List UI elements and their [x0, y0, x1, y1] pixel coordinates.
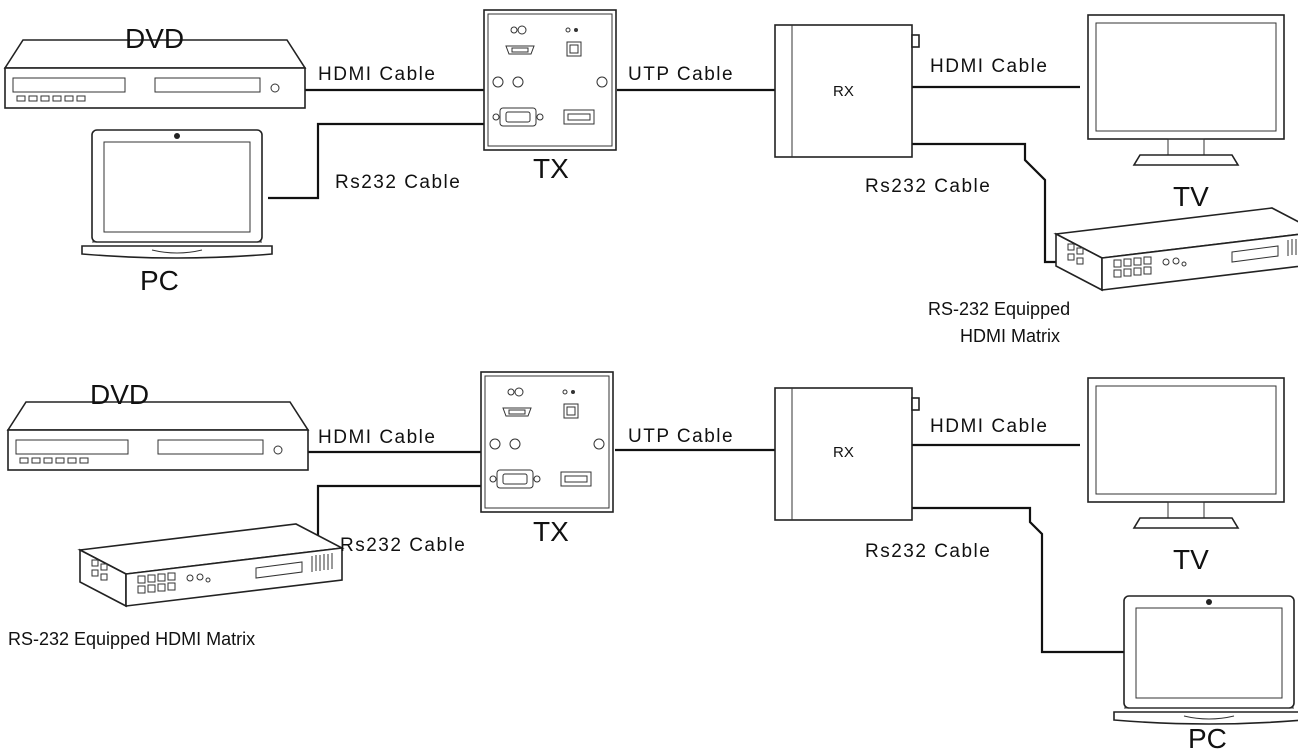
top-tv-label: TV [1173, 181, 1209, 212]
bottom-rx-label: RX [833, 444, 854, 461]
bottom-tx-wallplate [480, 371, 614, 513]
top-dvd-label: DVD [125, 23, 184, 54]
bottom-dvd-label: DVD [90, 379, 149, 410]
bottom-diagram: DVD TX RX TV PC HDMI Cable Rs232 Cable U… [7, 371, 1298, 753]
top-diagram: DVD PC TX RX TV HDMI Cable Rs232 Cable U… [4, 9, 1298, 346]
bottom-rs232-cable-right-label: Rs232 Cable [865, 541, 991, 562]
top-rx-label: RX [833, 83, 854, 100]
bottom-rs232-cable-right [912, 506, 1128, 654]
top-rs232-cable-right-label: Rs232 Cable [865, 176, 991, 197]
bottom-tv-label: TV [1173, 544, 1209, 575]
top-hdmi-cable-right-label: HDMI Cable [930, 56, 1048, 77]
top-pc-label: PC [140, 265, 179, 296]
bottom-pc-laptop [1113, 595, 1298, 725]
top-tx-wallplate [483, 9, 617, 151]
top-rs232-cable-left [268, 122, 485, 200]
bottom-dvd-player [7, 401, 309, 471]
bottom-hdmi-cable-left-label: HDMI Cable [318, 427, 436, 448]
bottom-tv [1087, 377, 1285, 529]
top-matrix-label-line1: RS-232 Equipped [928, 299, 1070, 319]
top-tx-label: TX [533, 153, 569, 184]
bottom-utp-cable-label: UTP Cable [628, 426, 734, 447]
bottom-hdmi-cable-right-label: HDMI Cable [930, 416, 1048, 437]
bottom-matrix-label: RS-232 Equipped HDMI Matrix [8, 629, 255, 649]
top-rs232-cable-left-label: Rs232 Cable [335, 172, 461, 193]
bottom-hdmi-matrix [79, 523, 343, 607]
top-pc-laptop [81, 129, 273, 259]
top-hdmi-cable-left-label: HDMI Cable [318, 64, 436, 85]
bottom-tx-label: TX [533, 516, 569, 547]
top-hdmi-matrix [1055, 207, 1298, 291]
top-utp-cable-label: UTP Cable [628, 64, 734, 85]
top-rs232-cable-right [912, 142, 1078, 264]
bottom-rs232-cable-left-label: Rs232 Cable [340, 535, 466, 556]
bottom-pc-label: PC [1188, 723, 1227, 753]
top-matrix-label-line2: HDMI Matrix [960, 326, 1060, 346]
top-tv [1087, 14, 1285, 166]
